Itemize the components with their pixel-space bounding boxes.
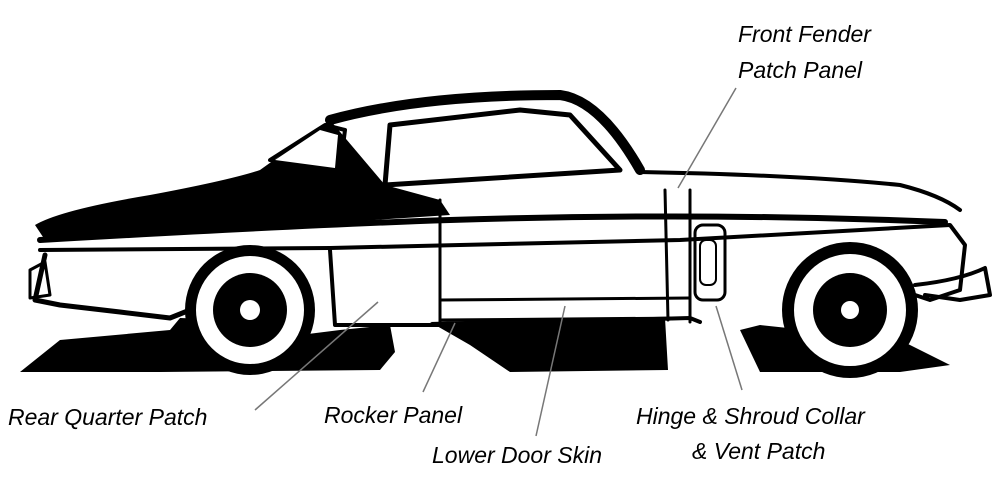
leader-rocker-panel xyxy=(422,322,456,393)
leader-lower-door-skin xyxy=(535,305,566,437)
label-rear-quarter-patch: Rear Quarter Patch xyxy=(8,404,208,430)
label-hinge-shroud-line1: Hinge & Shroud Collar xyxy=(636,403,865,429)
label-front-fender-line2: Patch Panel xyxy=(738,57,863,83)
label-hinge-shroud-line2: & Vent Patch xyxy=(692,438,826,464)
front-wheel xyxy=(782,242,918,378)
label-front-fender-line1: Front Fender xyxy=(738,21,871,47)
car-body xyxy=(28,90,992,327)
label-lower-door-skin: Lower Door Skin xyxy=(432,442,603,468)
rear-wheel xyxy=(185,245,315,375)
leader-lines xyxy=(254,87,743,437)
leader-rear-quarter xyxy=(254,301,379,411)
rear-window xyxy=(275,130,338,168)
leader-hinge-shroud xyxy=(715,305,743,391)
leader-front-fender xyxy=(677,87,737,189)
rear-deck-shading xyxy=(35,120,450,240)
label-rocker-panel: Rocker Panel xyxy=(324,402,463,428)
